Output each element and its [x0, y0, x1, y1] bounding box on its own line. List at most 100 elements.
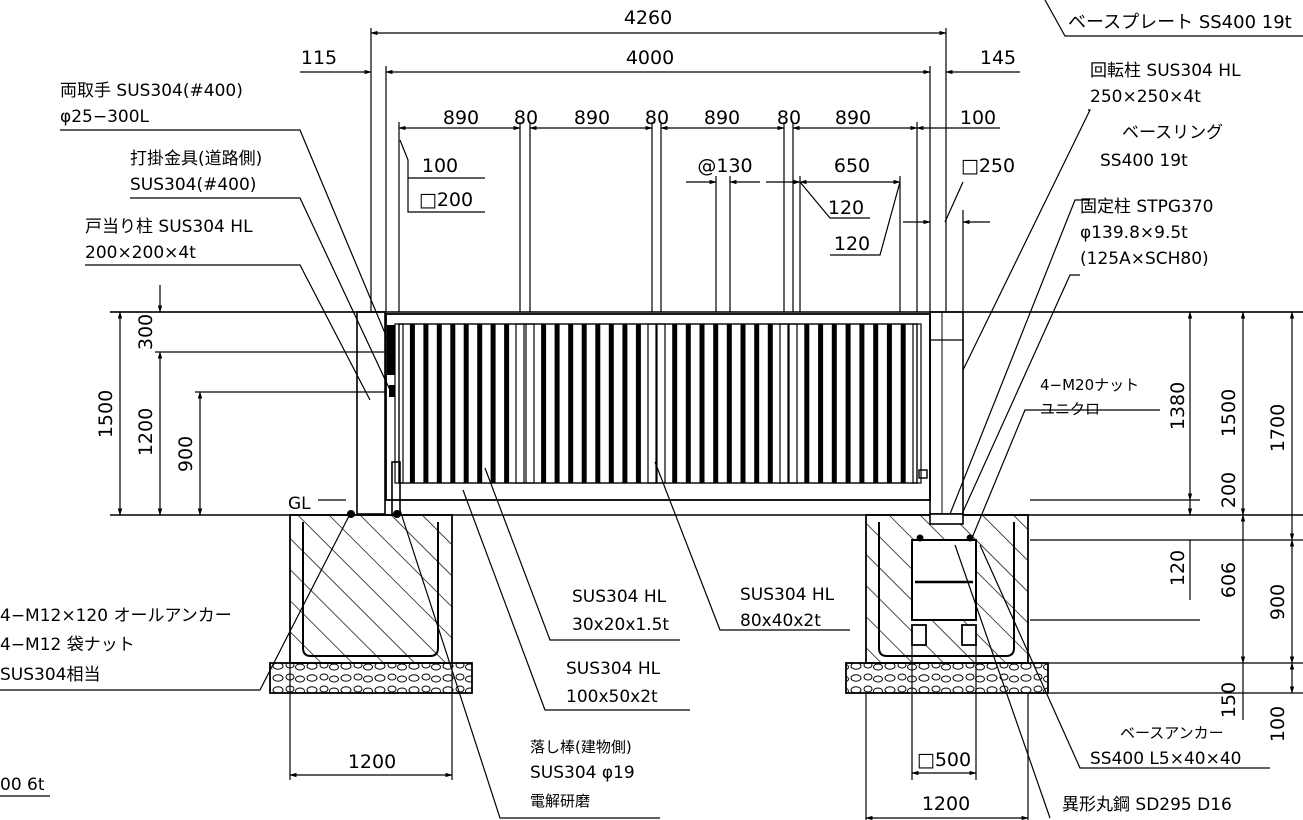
label-nut-1: 4−M20ナット — [1040, 376, 1139, 394]
infill-bar — [490, 324, 496, 483]
label-base-anchor-1: ベースアンカー — [1120, 724, 1224, 742]
label-fixed-post-1: 固定柱 STPG370 — [1080, 197, 1213, 217]
doorstop-post — [356, 311, 386, 515]
label-fixed-post-2: φ139.8×9.5t — [1080, 223, 1188, 243]
label-bar-30-1: SUS304 HL — [572, 587, 667, 607]
panel-stile — [515, 323, 525, 484]
infill-bar — [608, 324, 614, 483]
label-doorstop-2: 200×200×4t — [85, 243, 196, 263]
dim-found-square-500: □500 — [917, 749, 971, 771]
infill-bar — [541, 324, 547, 483]
right-gravel-base — [845, 662, 1049, 694]
infill-bar — [554, 324, 560, 483]
base-plate — [929, 513, 964, 525]
label-rebar: 異形丸鋼 SD295 D16 — [1062, 795, 1232, 815]
infill-bar — [409, 324, 415, 483]
dim-gap-2: 80 — [645, 107, 669, 129]
infill-bar — [463, 324, 469, 483]
dim-h-900-left: 900 — [175, 436, 197, 472]
dim-post-square-200: □200 — [419, 189, 473, 211]
gate-stopper — [918, 469, 928, 479]
label-base-anchor-2: SS400 L5×40×40 — [1090, 749, 1241, 769]
dim-left-offset: 115 — [301, 47, 337, 69]
panel-stile — [656, 323, 666, 484]
label-cut-plate: 00 6t — [0, 775, 45, 795]
left-foundation-rebar — [302, 522, 439, 657]
gl-label: GL — [288, 494, 311, 514]
dim-bar-120-b: 120 — [834, 233, 870, 255]
label-drop-rod-2: SUS304 φ19 — [530, 763, 635, 783]
label-drop-rod-3: 電解研磨 — [530, 792, 590, 810]
gate-body — [110, 311, 1303, 515]
label-nut-2: ユニクロ — [1040, 400, 1100, 418]
dim-gap-3: 80 — [777, 107, 801, 129]
panel-stile — [394, 323, 404, 484]
infill-bar — [635, 324, 641, 483]
dim-h-1700: 1700 — [1267, 404, 1289, 452]
label-drop-rod-1: 落し棒(建物側) — [530, 738, 632, 756]
label-bar-80-1: SUS304 HL — [740, 585, 835, 605]
dim-panel-4: 890 — [835, 107, 871, 129]
panel-stile — [788, 323, 798, 484]
dim-h-606: 606 — [1218, 562, 1240, 598]
dim-span-650: 650 — [834, 155, 870, 177]
dim-found-left-width: 1200 — [348, 751, 396, 773]
gate-inner-frame — [398, 323, 918, 484]
label-rotating-2: 250×250×4t — [1090, 87, 1201, 107]
infill-bar — [436, 324, 442, 483]
infill-bar — [859, 324, 865, 483]
m20-nut-right — [966, 534, 974, 542]
infill-bar — [886, 324, 892, 483]
label-base-plate: ベースプレート SS400 19t — [1068, 12, 1292, 33]
label-latch-1: 打掛金具(道路側) — [130, 149, 262, 169]
infill-bar — [595, 324, 601, 483]
base-anchor-leg-right — [961, 624, 977, 646]
infill-bar — [726, 324, 732, 483]
foundations: GL — [110, 494, 1303, 694]
infill-bar — [699, 324, 705, 483]
infill-bar — [568, 324, 574, 483]
infill-bar — [818, 324, 824, 483]
m20-nut-left — [916, 534, 924, 542]
infill-bar — [873, 324, 879, 483]
dimension-lines — [110, 28, 1303, 820]
base-anchor-box — [911, 539, 977, 621]
infill-bar — [423, 324, 429, 483]
dimension-texts: 4260 4000 115 145 890 80 890 80 890 80 8… — [95, 7, 1289, 815]
dim-panel-1: 890 — [443, 107, 479, 129]
infill-bar — [504, 324, 510, 483]
infill-bar — [581, 324, 587, 483]
infill-bar — [767, 324, 773, 483]
label-handle-2: φ25−300L — [60, 107, 150, 127]
dim-panel-3: 890 — [704, 107, 740, 129]
panel-stile — [647, 323, 657, 484]
label-bar-30-2: 30x20x1.5t — [572, 615, 669, 635]
rotating-post — [929, 311, 964, 515]
infill-bar — [845, 324, 851, 483]
dim-overall-width: 4260 — [624, 7, 672, 29]
label-anchor-1: 4−M12×120 オールアンカー — [0, 606, 232, 626]
dim-h-300: 300 — [135, 314, 157, 350]
infill-bar — [713, 324, 719, 483]
dim-h-120: 120 — [1167, 550, 1189, 586]
dim-left-end: 100 — [422, 155, 458, 177]
infill-bar — [672, 324, 678, 483]
annotation-texts: ベースプレート SS400 19t 両取手 SUS304(#400) φ25−3… — [0, 12, 1292, 815]
dim-right-end: 100 — [960, 107, 996, 129]
dim-found-right-width: 1200 — [922, 793, 970, 815]
infill-bar — [477, 324, 483, 483]
label-latch-2: SUS304(#400) — [130, 175, 256, 195]
label-base-ring-2: SS400 19t — [1100, 151, 1188, 171]
dim-pitch: @130 — [697, 155, 752, 177]
dim-h-150: 150 — [1218, 682, 1240, 718]
label-base-ring-1: ベースリング — [1122, 123, 1223, 143]
label-bar-100-1: SUS304 HL — [566, 659, 661, 679]
drop-rod-anchor — [393, 510, 401, 518]
base-anchor-leg-left — [911, 624, 927, 646]
label-rotating-1: 回転柱 SUS304 HL — [1090, 61, 1241, 81]
infill-bar — [685, 324, 691, 483]
infill-bar — [622, 324, 628, 483]
gate-vertical-bars — [394, 323, 922, 484]
